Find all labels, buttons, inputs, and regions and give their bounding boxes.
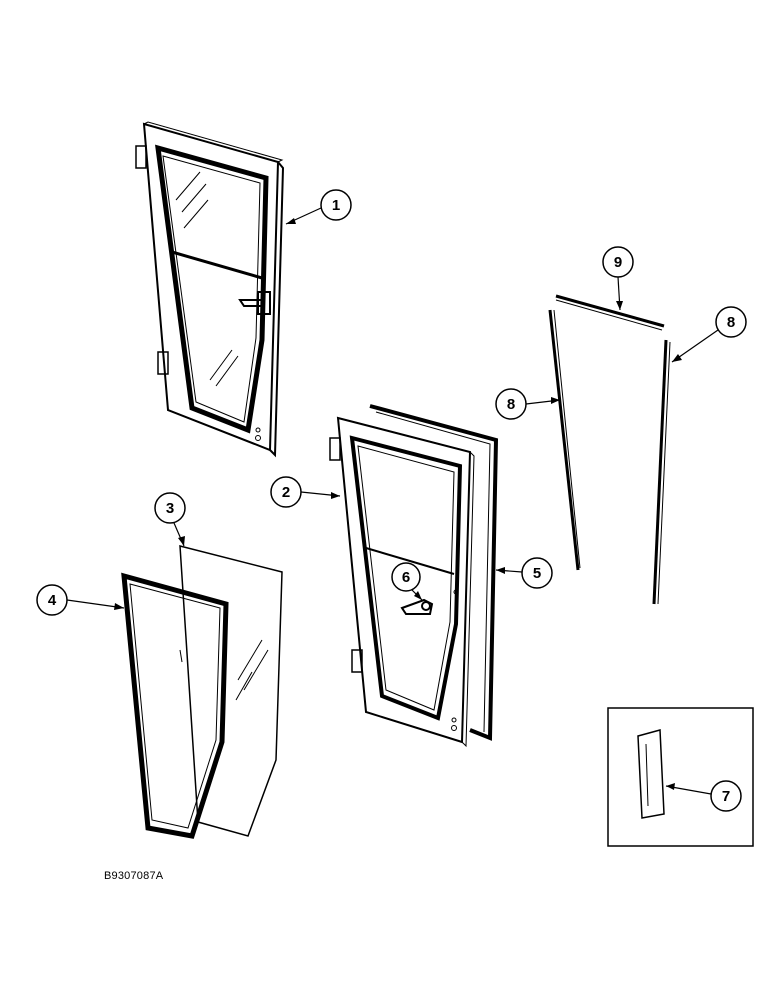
callout-8-right: 8 bbox=[671, 306, 747, 363]
door-latch-handle bbox=[400, 598, 434, 615]
callout-8b-label: 8 bbox=[727, 314, 735, 331]
callout-6-label: 6 bbox=[402, 569, 410, 586]
callout-6: 6 bbox=[391, 562, 423, 601]
callout-2-label: 2 bbox=[282, 484, 290, 501]
detail-inset bbox=[607, 707, 754, 847]
callout-3: 3 bbox=[154, 492, 186, 547]
callout-3-label: 3 bbox=[166, 500, 174, 517]
callout-9: 9 bbox=[602, 246, 634, 311]
adhesive-block bbox=[637, 729, 665, 819]
callout-4: 4 bbox=[36, 584, 125, 616]
callout-5-label: 5 bbox=[533, 565, 541, 582]
door-frame bbox=[329, 416, 475, 748]
glass-pane bbox=[179, 545, 283, 837]
weatherstrip-vertical bbox=[548, 309, 671, 605]
door-frame-seal bbox=[369, 404, 499, 741]
callout-5: 5 bbox=[495, 557, 553, 589]
hinge-icon bbox=[135, 145, 169, 375]
weatherstrip-top bbox=[555, 294, 665, 331]
callout-9-label: 9 bbox=[614, 254, 622, 271]
callout-7: 7 bbox=[665, 780, 742, 812]
callout-2: 2 bbox=[270, 476, 341, 508]
callout-4-label: 4 bbox=[48, 592, 57, 609]
door-assembly bbox=[135, 121, 285, 458]
callout-8a-label: 8 bbox=[507, 396, 515, 413]
callout-7-label: 7 bbox=[722, 788, 730, 805]
callout-1: 1 bbox=[285, 189, 352, 225]
handle-icon bbox=[238, 291, 271, 315]
callout-1-label: 1 bbox=[332, 197, 340, 214]
glass-seal bbox=[121, 572, 229, 839]
callout-8-left: 8 bbox=[495, 388, 561, 420]
figure-reference-code: B9307087A bbox=[104, 870, 164, 882]
